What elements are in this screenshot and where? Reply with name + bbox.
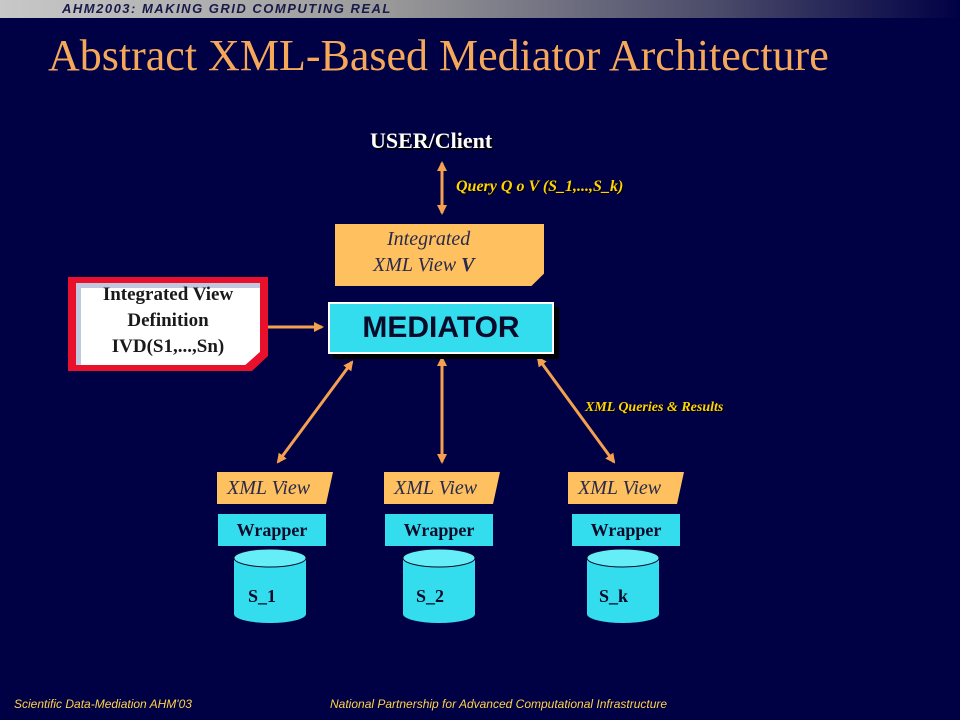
wrapper-s2: Wrapper [385,514,493,546]
slide-title: Abstract XML-Based Mediator Architecture [48,31,829,80]
footer-right: National Partnership for Advanced Comput… [330,697,668,711]
footer-left: Scientific Data-Mediation AHM'03 [14,697,192,711]
xml-view-s2-label: XML View [394,477,478,499]
database-s1: S_1 [233,548,307,623]
xml-view-sk-label: XML View [578,477,662,499]
xml-view-s1: XML View [217,472,333,504]
integrated-xml-view-box: Integrated XML View V [335,224,544,286]
mediator-box: MEDIATOR [328,302,554,354]
ivd-line2: Definition [127,310,209,331]
mediator-s1-arrow [276,360,354,464]
database-sk: S_k [586,548,660,623]
integrated-view-v: V [461,254,475,276]
wrapper-s1: Wrapper [218,514,326,546]
database-s2-label: S_2 [416,586,444,606]
banner-text: AHM2003: MAKING GRID COMPUTING REAL [62,1,392,16]
integrated-view-line2: XML View V [373,254,475,277]
ivd-line3: IVD(S1,...,Sn) [111,336,225,357]
integrated-view-line1: Integrated [387,228,471,250]
user-client-label: USER/Client [370,128,493,153]
query-label: Query Q o V (S_1,...,S_k) [456,178,624,195]
integrated-view-line2-prefix: XML View [373,254,462,276]
database-sk-label: S_k [599,586,628,606]
xml-view-sk: XML View [568,472,684,504]
database-s2: S_2 [402,548,476,623]
ivd-line1: Integrated View [102,284,234,305]
xml-queries-label: XML Queries & Results [585,400,724,415]
wrapper-sk: Wrapper [572,514,680,546]
database-s1-label: S_1 [248,586,276,606]
ivd-box: Integrated View Definition IVD(S1,...,Sn… [76,283,260,365]
xml-view-s2: XML View [384,472,500,504]
header-banner: AHM2003: MAKING GRID COMPUTING REAL [0,0,960,18]
xml-view-s1-label: XML View [227,477,311,499]
mediator-sk-arrow [536,356,616,464]
